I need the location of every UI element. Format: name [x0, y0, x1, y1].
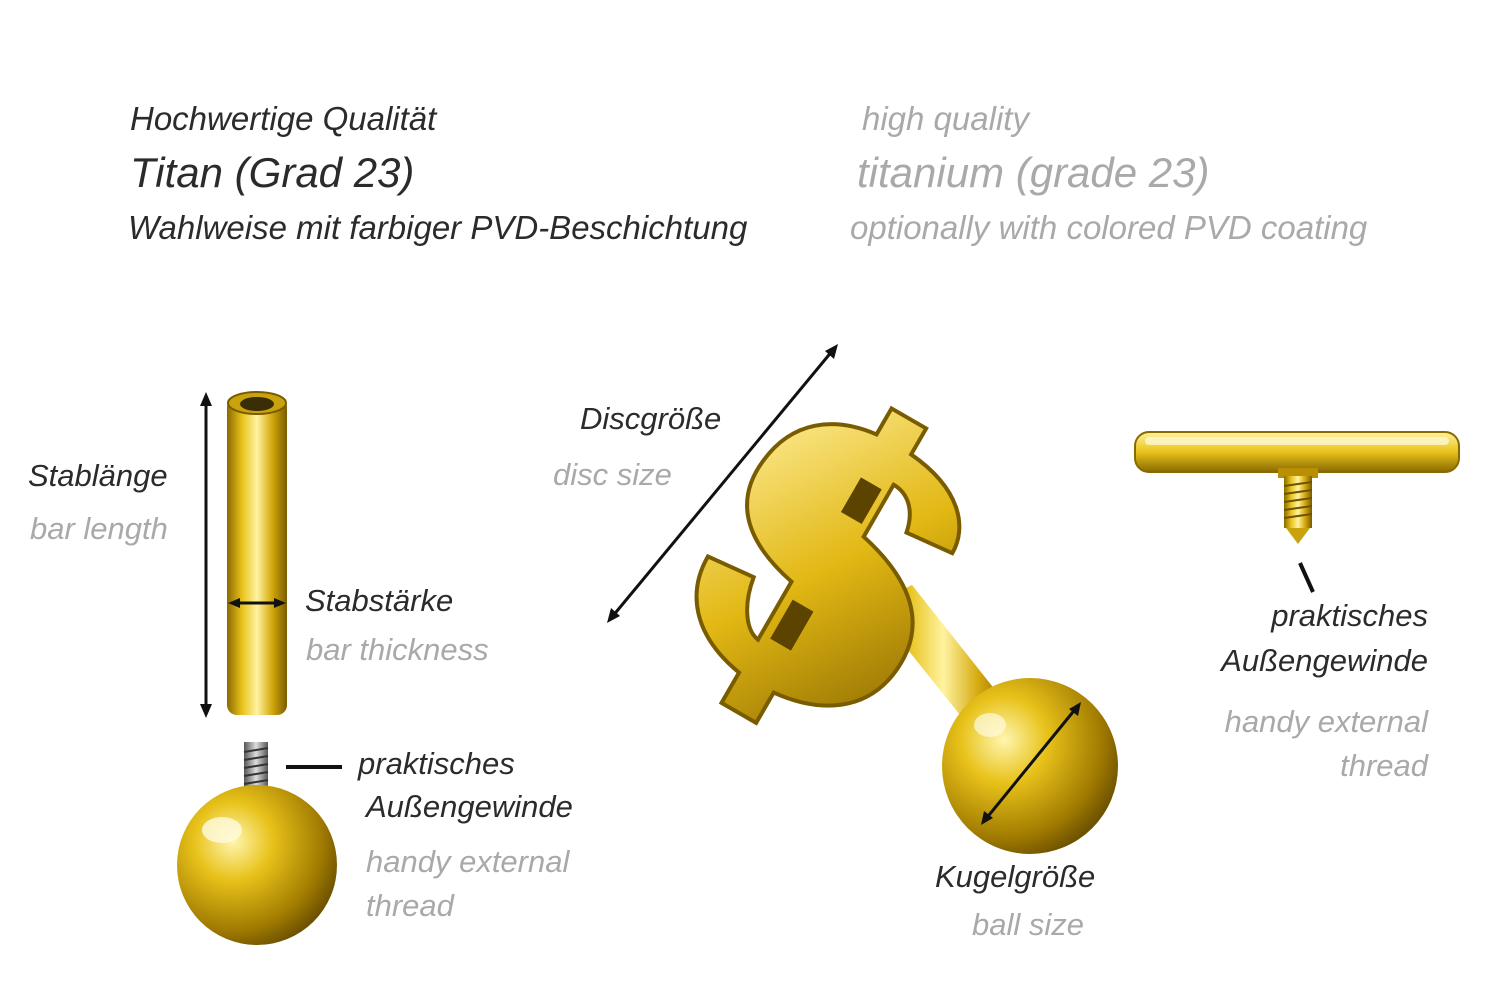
disc-size-label-en: disc size — [553, 457, 672, 492]
disc-size-label-de: Discgröße — [580, 401, 722, 436]
ball-with-thread — [177, 742, 337, 945]
top-thread-label-en-2: thread — [1340, 748, 1428, 783]
disc-size-arrow — [607, 344, 838, 623]
bar-thickness-label-de: Stabstärke — [305, 583, 454, 618]
material-label-en: titanium (grade 23) — [857, 149, 1210, 196]
bar-thickness-label-en: bar thickness — [306, 632, 489, 667]
ball-size-label-de: Kugelgröße — [935, 859, 1096, 894]
bar-thickness-arrow — [228, 598, 286, 608]
top-thread-label-de-2: Außengewinde — [1221, 643, 1428, 678]
disc-top-with-thread — [1134, 431, 1460, 544]
top-thread-pointer — [1298, 562, 1315, 593]
ball-thread-label-de-2: Außengewinde — [366, 789, 573, 824]
ball-thread-label-en-1: handy external — [366, 844, 570, 879]
quality-label-de: Hochwertige Qualität — [130, 100, 437, 137]
top-thread-label-de-1: praktisches — [1271, 598, 1428, 633]
material-label-de: Titan (Grad 23) — [130, 149, 415, 196]
ball-size-label-en: ball size — [972, 907, 1084, 942]
coating-label-de: Wahlweise mit farbiger PVD-Beschichtung — [128, 209, 748, 246]
top-thread-label-en-1: handy external — [1224, 704, 1428, 739]
quality-label-en: high quality — [862, 100, 1029, 137]
ball-thread-label-en-2: thread — [366, 888, 454, 923]
bar-piece — [227, 391, 287, 715]
bar-length-arrow — [200, 392, 212, 718]
dollar-barbell — [694, 405, 1118, 854]
ball-thread-label-de-1: praktisches — [358, 746, 515, 781]
ball-size-arrow — [981, 702, 1081, 825]
bar-length-label-en: bar length — [30, 511, 168, 546]
coating-label-en: optionally with colored PVD coating — [850, 209, 1368, 246]
bar-length-label-de: Stablänge — [28, 458, 168, 493]
